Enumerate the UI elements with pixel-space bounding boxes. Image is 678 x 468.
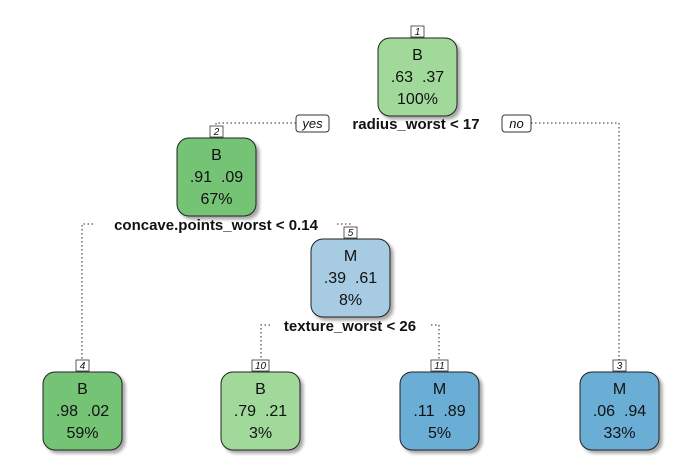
no-label: no [509, 116, 523, 131]
node-class: M [344, 248, 357, 265]
node-class: B [77, 381, 88, 398]
node-class: M [433, 381, 446, 398]
node-id: 2 [213, 127, 220, 138]
node-class: B [255, 381, 266, 398]
yes-badge: yes [295, 114, 330, 133]
node-percent: 8% [339, 292, 362, 309]
node-probabilities: .06 .94 [593, 403, 646, 420]
split-label-node-2: concave.points_worst < 0.14 [114, 217, 318, 234]
node-id: 3 [617, 361, 623, 372]
tree-node-3: 3 M .06 .94 33% [579, 359, 660, 451]
node-id: 5 [348, 228, 354, 239]
yes-label: yes [301, 116, 323, 131]
node-probabilities: .91 .09 [190, 169, 243, 186]
node-probabilities: .39 .61 [324, 270, 377, 287]
node-percent: 5% [428, 425, 451, 442]
node-class: B [412, 47, 423, 64]
node-id: 1 [415, 27, 421, 38]
node-percent: 100% [397, 91, 438, 108]
tree-node-2: 2 B .91 .09 67% [176, 125, 257, 217]
node-probabilities: .79 .21 [234, 403, 287, 420]
tree-edges [81, 122, 620, 360]
node-probabilities: .11 .89 [413, 403, 465, 420]
edge-2-5 [337, 223, 351, 232]
split-label-node-5: texture_worst < 26 [284, 318, 416, 335]
tree-node-11: 11 M .11 .89 5% [399, 359, 480, 451]
node-probabilities: .63 .37 [391, 69, 444, 86]
node-id: 4 [80, 361, 86, 372]
edge-5-11 [431, 324, 440, 360]
edge-1-2 [215, 122, 296, 132]
node-probabilities: .98 .02 [56, 403, 109, 420]
node-id: 10 [255, 361, 267, 372]
tree-node-1: 1 B .63 .37 100% [377, 25, 458, 117]
node-percent: 3% [249, 425, 272, 442]
node-percent: 59% [66, 425, 98, 442]
node-percent: 67% [200, 191, 232, 208]
node-class: B [211, 147, 222, 164]
edge-1-3 [531, 122, 620, 360]
node-class: M [613, 381, 626, 398]
split-label-node-1: radius_worst < 17 [352, 116, 479, 133]
tree-node-5: 5 M .39 .61 8% [310, 226, 391, 318]
node-percent: 33% [603, 425, 635, 442]
edge-2-4 [81, 223, 93, 360]
no-badge: no [501, 114, 532, 133]
edge-5-10 [260, 324, 270, 360]
tree-node-10: 10 B .79 .21 3% [220, 359, 301, 451]
tree-node-4: 4 B .98 .02 59% [42, 359, 123, 451]
node-id: 11 [434, 361, 444, 372]
